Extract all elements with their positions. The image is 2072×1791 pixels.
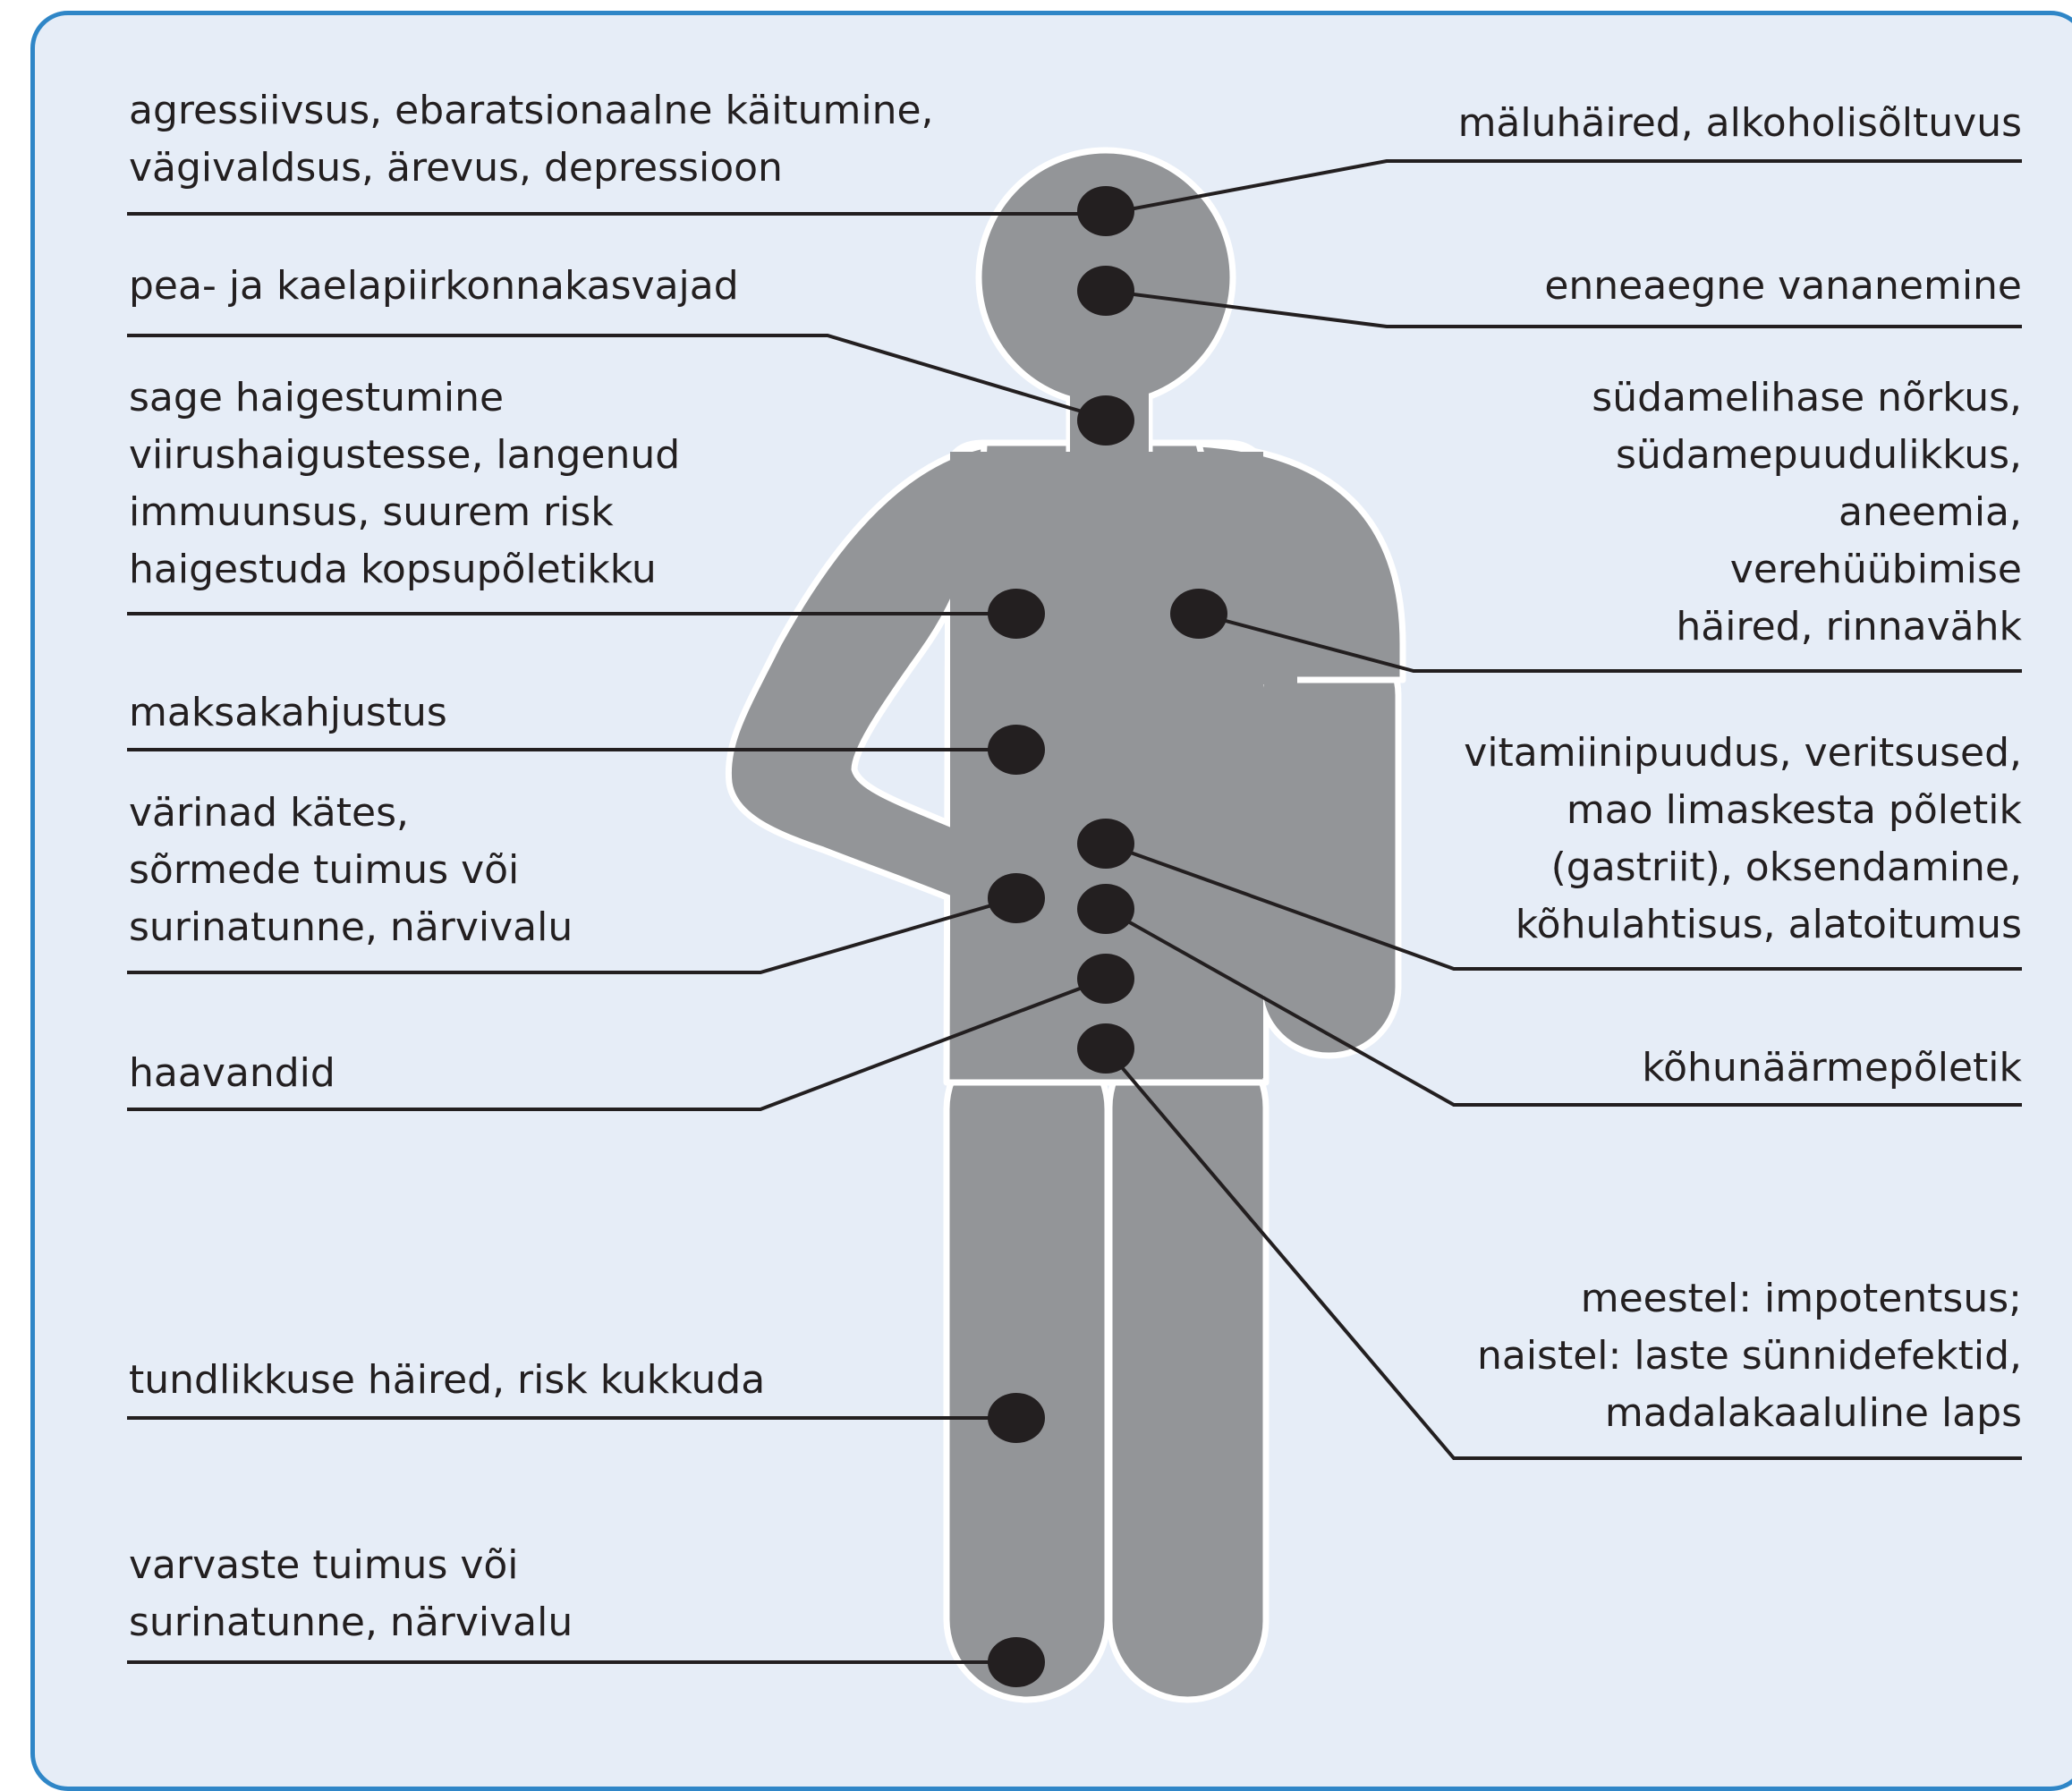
line-memory: [1106, 161, 2022, 214]
dot-face: [1077, 266, 1134, 316]
label-mental: agressiivsus, ebaratsionaalne käitumine,…: [129, 82, 934, 197]
dot-stomach: [1077, 819, 1134, 869]
dot-toes: [988, 1637, 1045, 1687]
label-hands: värinad kätes, sõrmede tuimus või surina…: [129, 785, 573, 956]
right-arm: [1260, 626, 1398, 1056]
label-stomach: vitamiinipuudus, veritsused, mao limaske…: [1464, 725, 2022, 954]
dot-groin: [1077, 1023, 1134, 1074]
dot-throat: [1077, 395, 1134, 446]
dot-heart: [1170, 589, 1227, 639]
dot-leg: [988, 1393, 1045, 1443]
label-memory: mäluhäired, alkoholisõltuvus: [1458, 95, 2022, 152]
label-aging: enneaegne vananemine: [1544, 258, 2022, 315]
right-leg: [1109, 1029, 1266, 1700]
label-liver: maksakahjustus: [129, 684, 447, 742]
label-toes: varvaste tuimus või surinatunne, närviva…: [129, 1537, 573, 1651]
left-leg: [947, 1029, 1108, 1700]
dot-lungs: [988, 589, 1045, 639]
label-sensation: tundlikkuse häired, risk kukkuda: [129, 1352, 765, 1409]
dot-hand: [988, 873, 1045, 923]
label-head-neck: pea- ja kaelapiirkonnakasvajad: [129, 258, 739, 315]
dot-intestine: [1077, 954, 1134, 1004]
label-pancreas: kõhunäärmepõletik: [1642, 1040, 2022, 1097]
dot-liver: [988, 725, 1045, 775]
label-heart: südamelihase nõrkus, südamepuudulikkus, …: [1592, 369, 2022, 656]
dot-pancreas: [1077, 884, 1134, 934]
label-immunity: sage haigestumine viirushaigustesse, lan…: [129, 369, 680, 598]
dot-brain: [1077, 186, 1134, 236]
label-reproductive: meestel: impotentsus; naistel: laste sün…: [1477, 1270, 2022, 1442]
label-ulcers: haavandid: [129, 1045, 335, 1102]
